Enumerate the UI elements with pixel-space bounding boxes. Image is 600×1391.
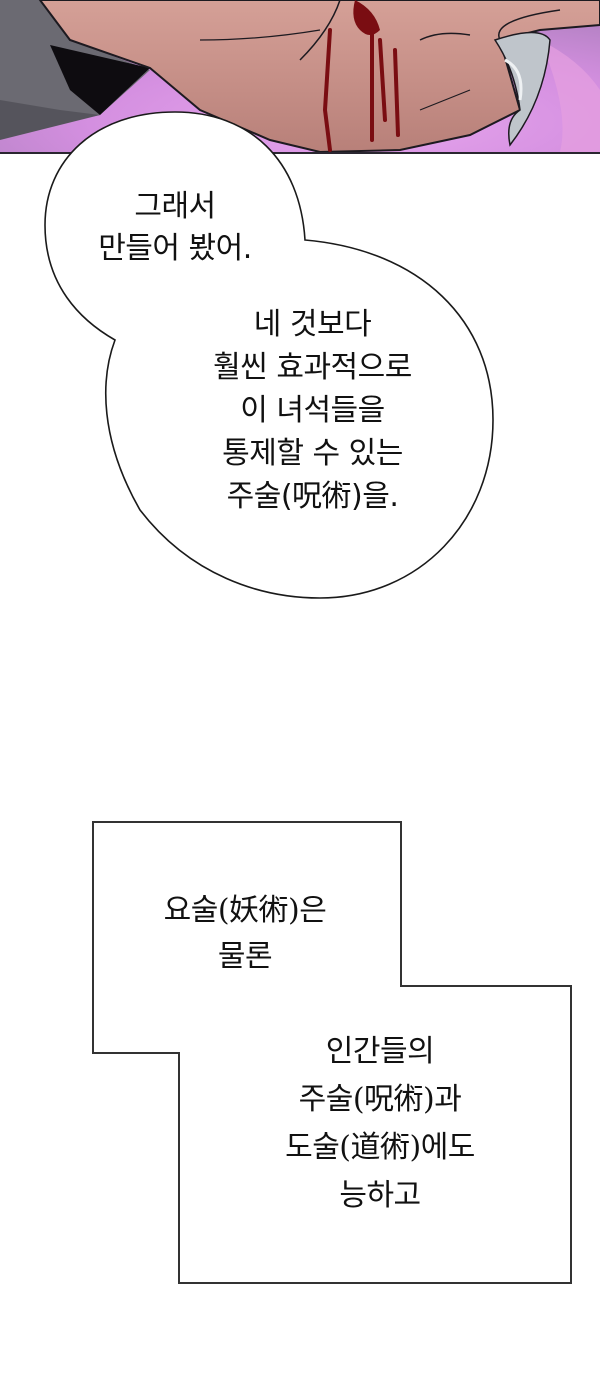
hand-illustration <box>0 0 600 152</box>
speech-text-first: 그래서 만들어 봤어. <box>98 189 252 266</box>
comic-panel-bloody-hand <box>0 0 600 154</box>
speech-text-second: 네 것보다 훨씬 효과적으로 이 녀석들을 통제할 수 있는 주술(呪術)을. <box>213 307 412 514</box>
narration-text-second: 인간들의 주술(呪術)과 도술(道術)에도 능하고 <box>285 1034 475 1213</box>
speech-bubble <box>44 111 494 599</box>
narration-text-first: 요술(妖術)은 물론 <box>163 893 327 974</box>
